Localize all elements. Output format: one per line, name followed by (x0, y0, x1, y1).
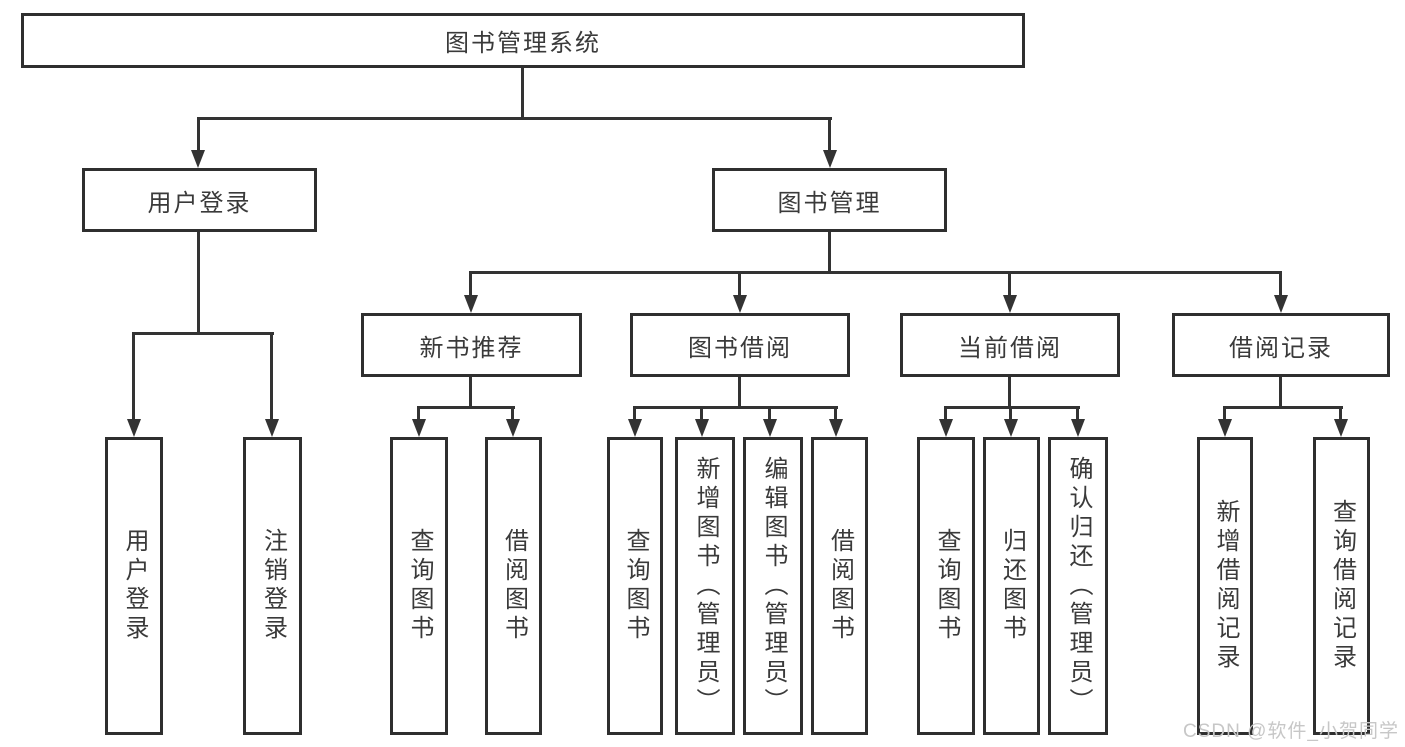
connector-line (828, 230, 831, 274)
node-confirm-return-admin: 确认归还（管理员） (1048, 437, 1108, 735)
arrowhead-down (506, 419, 520, 437)
node-query-books-current: 查询图书 (917, 437, 975, 735)
node-query-books-borrow: 查询图书 (607, 437, 663, 735)
connector-line (1279, 375, 1282, 408)
arrowhead-down (412, 419, 426, 437)
connector-line (197, 230, 200, 335)
connector-line (1009, 406, 1012, 421)
node-edit-books-admin: 编辑图书（管理员） (743, 437, 803, 735)
connector-line (944, 406, 947, 421)
connector-line (944, 406, 1080, 409)
connector-line (1008, 375, 1011, 408)
connector-line (132, 332, 274, 335)
connector-line (197, 117, 832, 120)
connector-line (738, 375, 741, 408)
connector-line (270, 332, 273, 421)
connector-line (469, 271, 1282, 274)
connector-line (417, 406, 515, 409)
arrowhead-down (823, 150, 837, 168)
node-book-management-group: 图书管理 (712, 168, 947, 232)
node-query-borrow-record: 查询借阅记录 (1313, 437, 1370, 735)
arrowhead-down (733, 295, 747, 313)
connector-line (197, 117, 200, 152)
arrowhead-down (939, 419, 953, 437)
connector-line (633, 406, 838, 409)
arrowhead-down (464, 295, 478, 313)
arrowhead-down (695, 419, 709, 437)
connector-line (1339, 406, 1342, 421)
node-add-books-admin: 新增图书（管理员） (675, 437, 735, 735)
connector-line (1008, 271, 1011, 297)
arrowhead-down (1218, 419, 1232, 437)
node-user-login-group: 用户登录 (82, 168, 317, 232)
connector-line (1076, 406, 1079, 421)
arrowhead-down (1334, 419, 1348, 437)
connector-line (700, 406, 703, 421)
arrowhead-down (191, 150, 205, 168)
connector-line (738, 271, 741, 297)
arrowhead-down (1004, 419, 1018, 437)
node-return-books: 归还图书 (983, 437, 1040, 735)
node-borrow-books-leaf: 借阅图书 (811, 437, 868, 735)
connector-line (417, 406, 420, 421)
arrowhead-down (763, 419, 777, 437)
node-borrow-records: 借阅记录 (1172, 313, 1390, 377)
node-book-borrow: 图书借阅 (630, 313, 850, 377)
node-new-book-recommend: 新书推荐 (361, 313, 582, 377)
arrowhead-down (1274, 295, 1288, 313)
connector-line (521, 68, 524, 120)
arrowhead-down (127, 419, 141, 437)
connector-line (633, 406, 636, 421)
node-user-login-leaf: 用户登录 (105, 437, 163, 735)
connector-line (511, 406, 514, 421)
node-root-library-system: 图书管理系统 (21, 13, 1025, 68)
node-current-borrow: 当前借阅 (900, 313, 1120, 377)
connector-line (834, 406, 837, 421)
connector-line (469, 375, 472, 408)
csdn-watermark: CSDN @软件_小贺同学 (1183, 721, 1399, 742)
node-add-borrow-record: 新增借阅记录 (1197, 437, 1253, 735)
connector-line (1223, 406, 1226, 421)
connector-line (1223, 406, 1343, 409)
node-logout-leaf: 注销登录 (243, 437, 302, 735)
connector-line (828, 117, 831, 152)
connector-line (1279, 271, 1282, 297)
node-query-books-recommend: 查询图书 (390, 437, 448, 735)
node-borrow-books-recommend: 借阅图书 (485, 437, 542, 735)
arrowhead-down (265, 419, 279, 437)
arrowhead-down (829, 419, 843, 437)
arrowhead-down (628, 419, 642, 437)
connector-line (469, 271, 472, 297)
arrowhead-down (1071, 419, 1085, 437)
connector-line (768, 406, 771, 421)
connector-line (132, 332, 135, 421)
arrowhead-down (1003, 295, 1017, 313)
